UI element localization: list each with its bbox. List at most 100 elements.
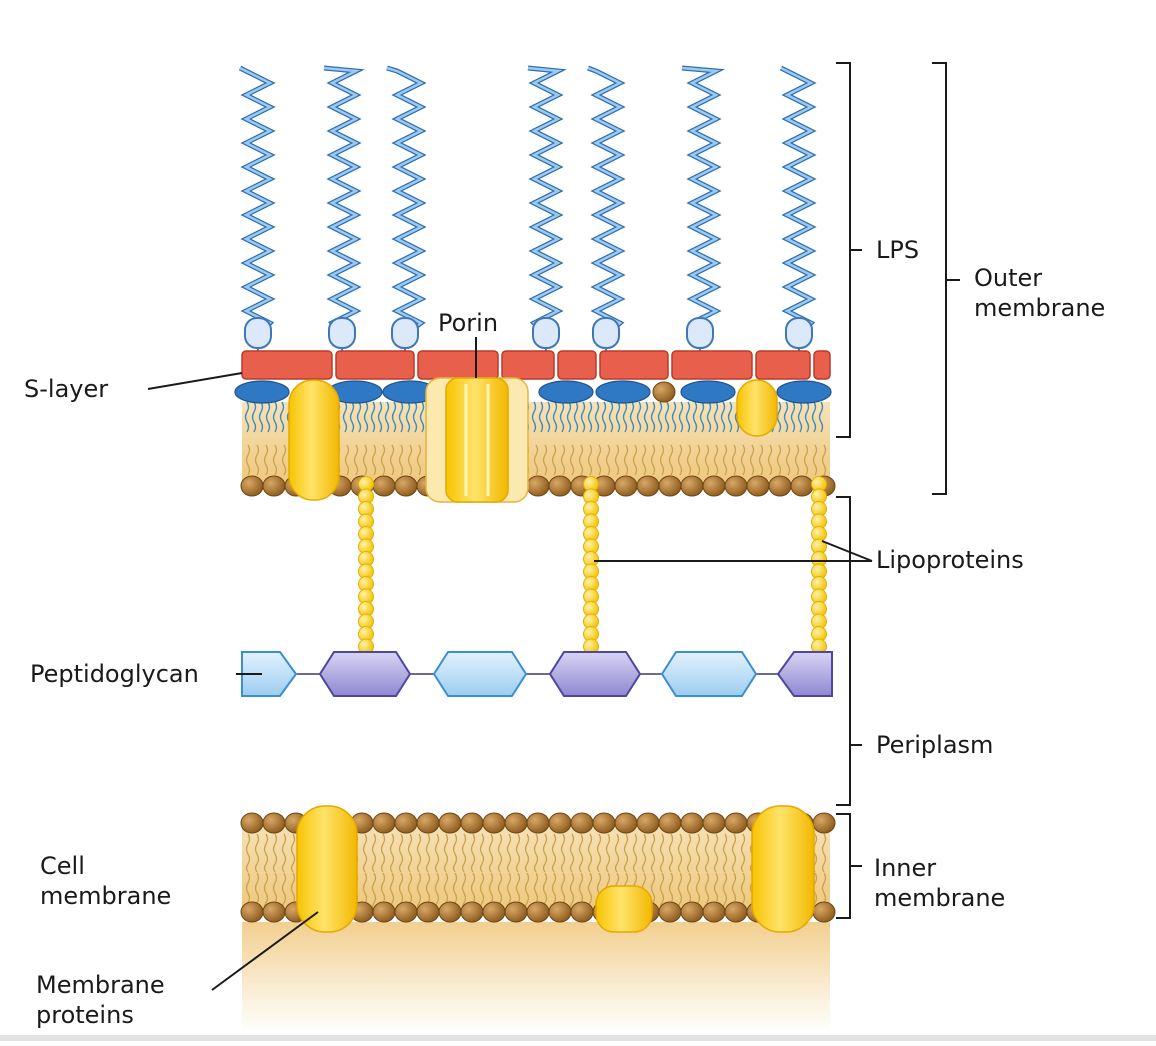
lipid-tail [659, 444, 665, 476]
lipid-head [526, 812, 550, 834]
lipid-tail [245, 444, 251, 476]
lipid-tail [389, 833, 395, 873]
lps-chain-highlight [681, 66, 721, 336]
lipid-head [680, 475, 704, 497]
lipid-tail [551, 444, 557, 476]
lipid-tail [650, 444, 656, 476]
lipid-tail [596, 833, 602, 873]
label-inner-membrane-line1: Inner [874, 854, 936, 882]
lipid-tail [803, 444, 809, 476]
lipid-head [548, 812, 572, 834]
lps-lipid-tail [790, 401, 796, 433]
lipid-tail [461, 872, 467, 912]
lipid-head [592, 812, 616, 834]
lipid-head [702, 901, 726, 923]
lipid-tail [704, 444, 710, 476]
label-s-layer: S-layer [24, 375, 108, 403]
lipid-tail [263, 444, 269, 476]
peripheral-membrane-protein [595, 885, 653, 933]
s-layer-block [671, 350, 753, 380]
lipid-tail [740, 444, 746, 476]
lipid-head [548, 475, 572, 497]
lps-lipid-tail [818, 401, 824, 433]
lps-lipid-tail [251, 401, 257, 433]
lipid-tail [524, 872, 530, 912]
lps-bracket [836, 62, 862, 438]
lipid-tail [560, 833, 566, 873]
label-peptidoglycan: Peptidoglycan [30, 660, 199, 688]
lps-lipid-tail [384, 401, 390, 433]
lipid-tail [713, 444, 719, 476]
lps-lipid-tail [594, 401, 600, 433]
lipid-tail [371, 872, 377, 912]
lipid-head [460, 901, 484, 923]
lipid-tail [821, 833, 827, 873]
lipid-tail [650, 833, 656, 873]
lps-lipid-tail [580, 401, 586, 433]
lipid-tail [632, 833, 638, 873]
lps-lipid-tail [727, 401, 733, 433]
lipid-tail [380, 833, 386, 873]
lipid-tail [632, 444, 638, 476]
lps-lipid-tail [622, 401, 628, 433]
lipid-head [394, 901, 418, 923]
lipid-tail [542, 444, 548, 476]
lipid-tail [434, 833, 440, 873]
lipid-tail [569, 444, 575, 476]
lps-chains [238, 65, 817, 372]
lipid-tail [668, 833, 674, 873]
brackets [836, 62, 960, 919]
lipid-tail [596, 444, 602, 476]
lipid-head [240, 901, 264, 923]
inner-membrane-protein [296, 805, 358, 933]
lipid-tail [578, 833, 584, 873]
lipid-tail [785, 444, 791, 476]
lps-lipid-tail [377, 401, 383, 433]
lps-o-antigen-head [391, 317, 419, 349]
lipid-head [262, 812, 286, 834]
lps-lipid-tail [272, 401, 278, 433]
lps-lipid-tail [713, 401, 719, 433]
label-cell-membrane-line1: Cell [40, 852, 85, 880]
lipid-tail [623, 833, 629, 873]
lipid-tail [569, 872, 575, 912]
lps-lipid-tail [657, 401, 663, 433]
s-layer-leader [147, 372, 243, 390]
lipid-tail [416, 872, 422, 912]
lps-lipid-tail [552, 401, 558, 433]
lipid-head [614, 475, 638, 497]
s-layer-block [417, 350, 499, 380]
label-lps: LPS [876, 236, 919, 264]
lipid-tail [371, 444, 377, 476]
lps-o-antigen-head [532, 317, 560, 349]
lps-lipid-tail [692, 401, 698, 433]
label-outer-membrane-line2: membrane [974, 294, 1105, 322]
label-lipoproteins: Lipoproteins [876, 546, 1024, 574]
lps-lipid-tail [720, 401, 726, 433]
lipid-tail [389, 444, 395, 476]
lipid-head [240, 475, 264, 497]
lipid-tail [362, 833, 368, 873]
lipid-head [394, 812, 418, 834]
label-periplasm: Periplasm [876, 731, 993, 759]
lipid-head [504, 901, 528, 923]
lipid-tail [749, 444, 755, 476]
lipid-tail [812, 444, 818, 476]
lps-lipid-tail [636, 401, 642, 433]
lipid-head [372, 475, 396, 497]
lipid-tail [425, 833, 431, 873]
lps-core-head [680, 380, 736, 404]
lipid-tail [344, 444, 350, 476]
lipid-tail [578, 444, 584, 476]
lps-lipid-tail [706, 401, 712, 433]
lipid-tail [659, 872, 665, 912]
leader-lines [147, 337, 873, 991]
peptidoglycan-peptide [318, 651, 412, 697]
label-inner-membrane-line2: membrane [874, 884, 1005, 912]
lipid-tail [371, 833, 377, 873]
lipid-tail [587, 833, 593, 873]
lipid-tail [623, 444, 629, 476]
lipid-tail [758, 444, 764, 476]
lps-lipid-tail [244, 401, 250, 433]
lipid-tail [614, 444, 620, 476]
